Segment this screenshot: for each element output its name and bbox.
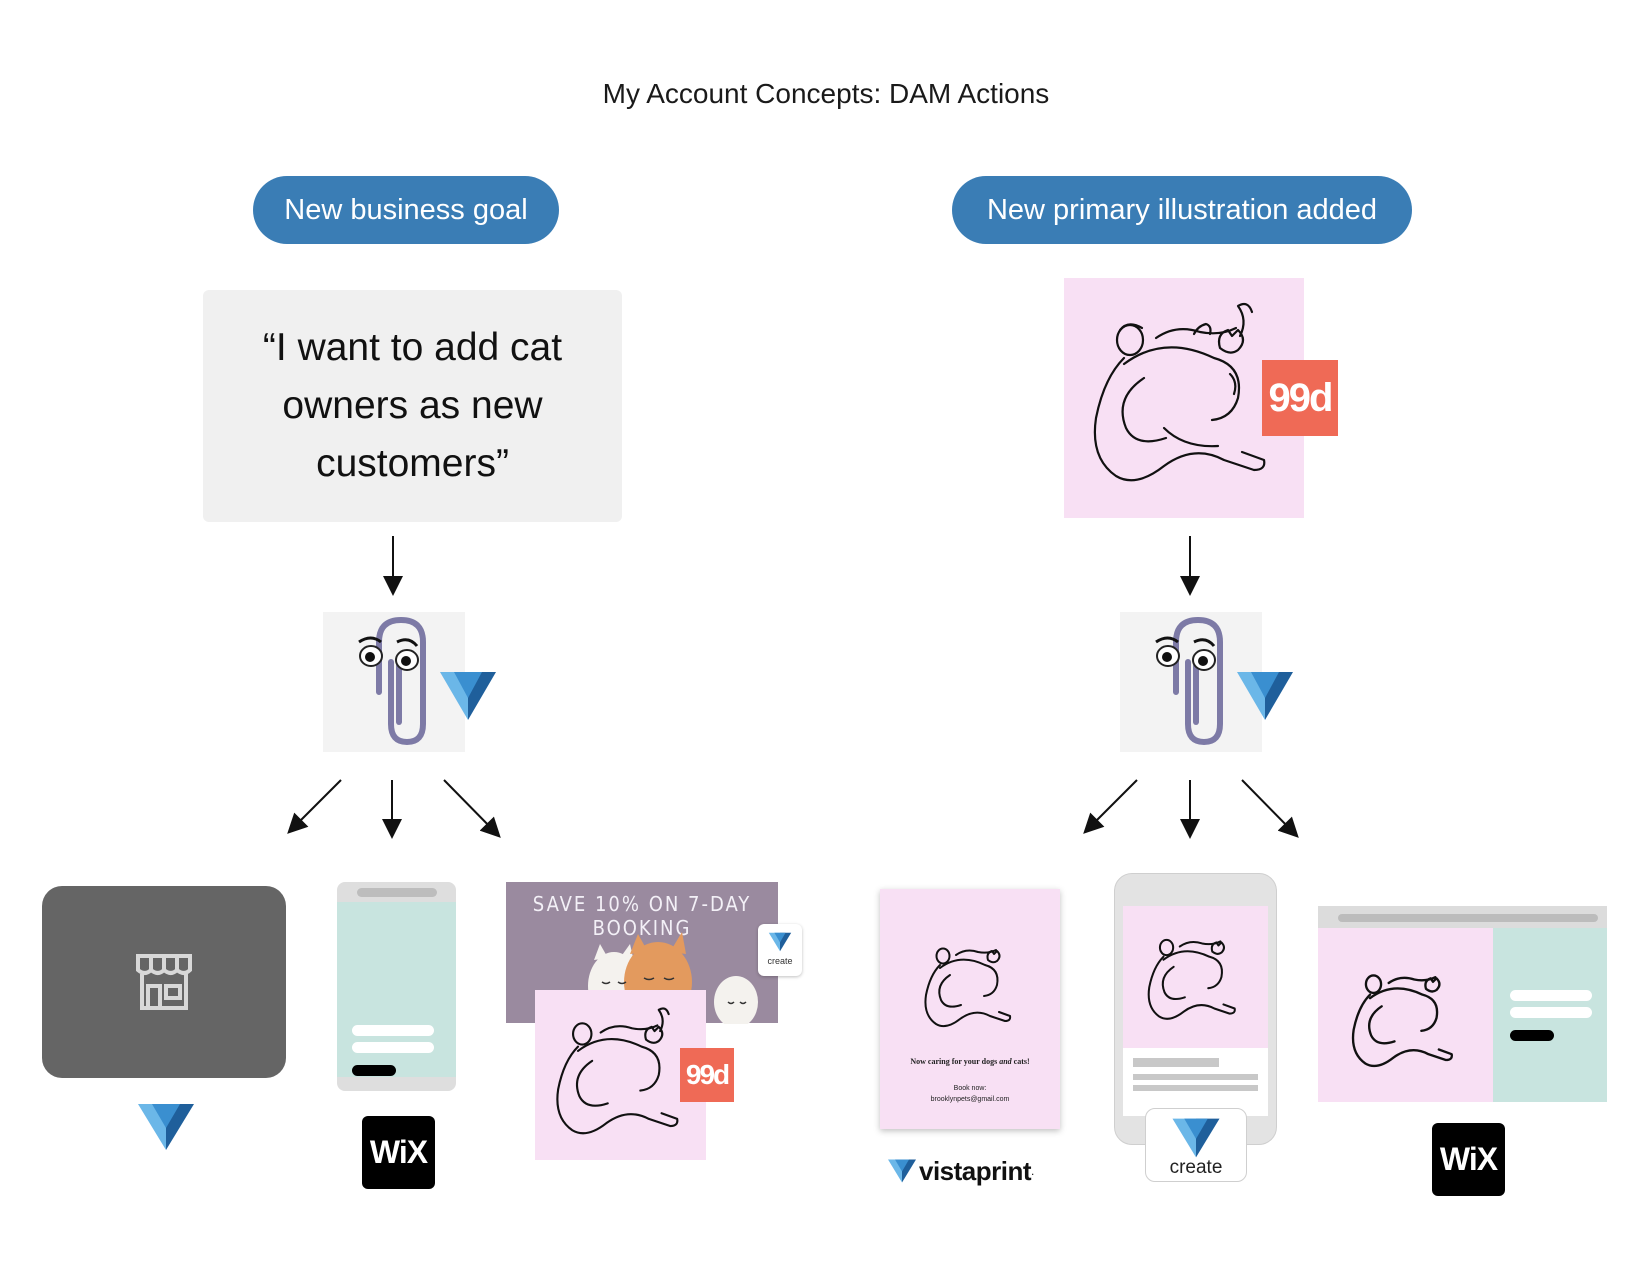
99designs-badge: 99d <box>680 1048 734 1102</box>
create-label: create <box>1169 1157 1223 1178</box>
flyer-email: brooklynpets@gmail.com <box>930 1096 1010 1103</box>
mobile-create-mockup[interactable] <box>1114 873 1277 1145</box>
store-output-card[interactable] <box>42 886 286 1078</box>
vista-logo-icon <box>1172 1118 1220 1158</box>
promo-text: SAVE 10% ON 7-DAY BOOKING <box>532 892 752 940</box>
flyer-book-label: Book now: <box>953 1085 987 1092</box>
vistaprint-logo: vistaprint. <box>888 1156 1034 1186</box>
99designs-badge: 99d <box>1262 360 1338 436</box>
person-with-cats-illustration <box>924 947 1012 1028</box>
phone-illustration <box>1123 906 1268 1048</box>
cta-button <box>1510 1030 1554 1041</box>
text-line <box>1510 990 1592 1001</box>
vistaprint-mark: . <box>1031 1164 1035 1178</box>
quote-text: “I want to add cat owners as new custome… <box>262 326 563 485</box>
person-with-cats-illustration <box>1147 938 1236 1020</box>
flyer-headline: Now caring for your dogs and cats! <box>880 1057 1060 1066</box>
vista-logo-icon <box>768 932 792 952</box>
text-line <box>1133 1058 1219 1067</box>
vista-logo-icon <box>138 1104 194 1150</box>
clippy-assistant-right[interactable] <box>1120 612 1262 752</box>
vistaprint-label: vistaprint <box>919 1155 1032 1186</box>
vista-logo-icon <box>440 672 496 720</box>
storefront-icon <box>136 954 192 1010</box>
flyer-headline-pre: Now caring for your dogs <box>910 1057 1000 1066</box>
person-with-cats-illustration <box>1093 302 1266 482</box>
trigger-pill-illustration-added[interactable]: New primary illustration added <box>952 176 1412 244</box>
clippy-assistant-left[interactable] <box>323 612 465 752</box>
cta-button <box>352 1065 396 1076</box>
person-with-cats-illustration <box>1351 974 1453 1068</box>
person-with-cats-illustration <box>556 1007 679 1135</box>
vista-logo-icon <box>1237 672 1293 720</box>
hero-illustration <box>1318 928 1493 1102</box>
create-label: create <box>767 956 793 966</box>
phone-speaker <box>357 888 437 897</box>
page-title: My Account Concepts: DAM Actions <box>602 78 1050 109</box>
desktop-site-mockup[interactable] <box>1318 906 1607 1102</box>
text-line <box>1510 1007 1592 1018</box>
illustration-card[interactable] <box>535 990 706 1160</box>
trigger-pill-business-goal[interactable]: New business goal <box>253 176 559 244</box>
flyer-output[interactable]: Now caring for your dogs and cats! Book … <box>880 889 1060 1129</box>
text-line <box>1133 1074 1258 1080</box>
text-line <box>1133 1085 1258 1091</box>
create-badge-small: create <box>758 924 802 976</box>
text-line <box>352 1042 434 1053</box>
quote-card: “I want to add cat owners as new custome… <box>203 290 622 522</box>
text-line <box>352 1025 434 1036</box>
vista-logo-icon <box>888 1159 916 1183</box>
clippy-icon <box>358 616 426 746</box>
phone-screen <box>1123 906 1268 1116</box>
browser-bar <box>1338 914 1598 922</box>
wix-logo: WiX <box>1432 1123 1505 1196</box>
hero-text-panel <box>1493 928 1607 1102</box>
mobile-site-mockup[interactable] <box>337 882 456 1091</box>
clippy-icon <box>1155 616 1223 746</box>
flyer-headline-post: cats! <box>1011 1057 1030 1066</box>
create-badge: create <box>1145 1108 1247 1182</box>
flyer-headline-em: and <box>999 1057 1012 1066</box>
phone-screen <box>337 902 456 1077</box>
wix-logo: WiX <box>362 1116 435 1189</box>
